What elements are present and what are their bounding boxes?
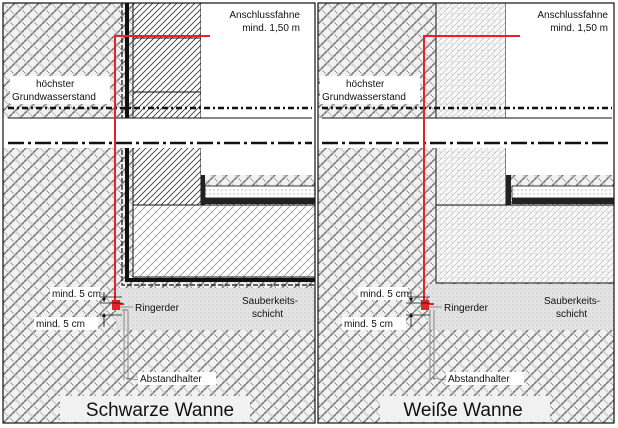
floor-slab-left	[132, 204, 316, 278]
dim-top-label: mind. 5 cm	[360, 289, 409, 300]
blinding-label-line2: schicht	[252, 309, 283, 320]
spacer-label: Abstandhalter	[448, 374, 510, 385]
blinding-label-line2: schicht	[556, 309, 587, 320]
blinding-layer-right	[428, 284, 614, 330]
flap-label-line1: Anschlussfahne	[229, 10, 300, 21]
water-label-line1: höchster	[346, 79, 385, 90]
ring-earth-label: Ringerder	[135, 303, 180, 314]
blinding-label-line1: Sauberkeits-	[242, 296, 298, 307]
flap-label-line1: Anschlussfahne	[537, 10, 608, 21]
panel-white-tank	[317, 2, 615, 424]
water-label-line2: Grundwasserstand	[322, 92, 406, 103]
blinding-label-line1: Sauberkeits-	[544, 296, 600, 307]
panel-black-tank	[2, 2, 316, 424]
ring-earth-left	[112, 300, 120, 310]
dim-top-label: mind. 5 cm	[52, 289, 101, 300]
spacer-label: Abstandhalter	[140, 374, 202, 385]
floor-slab-right	[435, 204, 615, 284]
ring-earth-right	[421, 300, 429, 310]
water-label-line1: höchster	[36, 79, 75, 90]
ring-earth-label: Ringerder	[444, 303, 489, 314]
flap-label-line2: mind. 1,50 m	[242, 23, 300, 34]
blinding-layer-left	[116, 288, 315, 330]
dim-bottom-label: mind. 5 cm	[36, 319, 85, 330]
water-label-line2: Grundwasserstand	[12, 92, 96, 103]
dim-bottom-label: mind. 5 cm	[344, 319, 393, 330]
flap-label-line2: mind. 1,50 m	[550, 23, 608, 34]
caption-black-tank: Schwarze Wanne	[86, 400, 234, 421]
caption-white-tank: Weiße Wanne	[403, 400, 522, 421]
